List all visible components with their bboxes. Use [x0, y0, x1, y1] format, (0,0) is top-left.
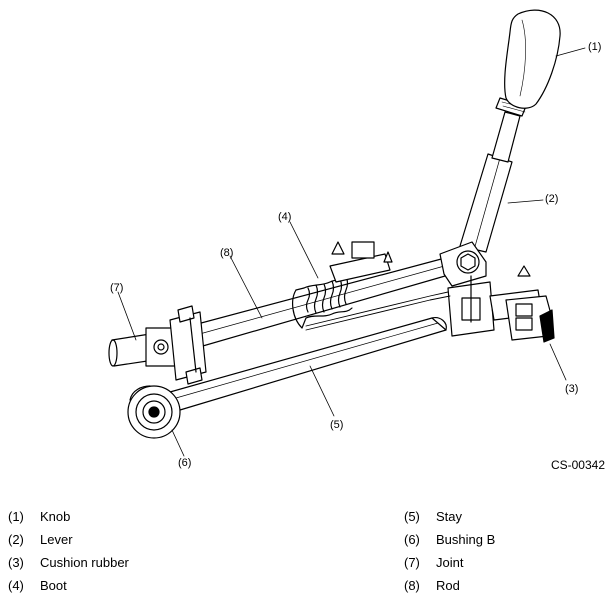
legend-item: (1) Knob — [8, 509, 70, 524]
legend-number: (8) — [404, 578, 420, 593]
legend-number: (3) — [8, 555, 24, 570]
upper-bracket — [329, 241, 393, 283]
bushing-b — [127, 385, 181, 439]
callout-5: (5) — [330, 419, 343, 431]
pivot-joint — [439, 241, 487, 287]
callout-1: (1) — [588, 41, 601, 53]
legend-number: (5) — [404, 509, 420, 524]
legend-item: (8) Rod — [404, 578, 460, 593]
legend-number: (4) — [8, 578, 24, 593]
legend-number: (7) — [404, 555, 420, 570]
legend-number: (6) — [404, 532, 420, 547]
legend-item: (2) Lever — [8, 532, 73, 547]
legend-label: Knob — [40, 509, 71, 524]
cable — [305, 291, 451, 331]
callout-7: (7) — [110, 282, 123, 294]
lever — [459, 97, 527, 253]
callout-3: (3) — [565, 383, 578, 395]
legend-item: (3) Cushion rubber — [8, 555, 129, 570]
legend-label: Boot — [40, 578, 67, 593]
legend-number: (1) — [8, 509, 24, 524]
knob — [504, 9, 561, 109]
callout-4: (4) — [278, 211, 291, 223]
leader-lines — [117, 47, 586, 457]
figure-id: CS-00342 — [550, 458, 605, 472]
legend-label: Rod — [436, 578, 460, 593]
legend-label: Bushing B — [436, 532, 496, 547]
legend-label: Joint — [436, 555, 464, 570]
legend-item: (6) Bushing B — [404, 532, 495, 547]
callout-2: (2) — [545, 193, 558, 205]
legend-item: (5) Stay — [404, 509, 462, 524]
callout-8: (8) — [220, 247, 233, 259]
legend-item: (4) Boot — [8, 578, 67, 593]
legend-label: Stay — [436, 509, 463, 524]
callout-6: (6) — [178, 457, 191, 469]
legend-item: (7) Joint — [404, 555, 463, 570]
joint — [108, 305, 207, 385]
cushion-rubber-assembly — [447, 265, 555, 343]
legend-label: Cushion rubber — [40, 555, 129, 570]
shift-lever-assembly-diagram: (1) (2) (3) (4) (5) (6) (7) (8) — [108, 9, 601, 469]
legend-label: Lever — [40, 532, 73, 547]
legend-number: (2) — [8, 532, 24, 547]
parts-legend: (1) Knob (2) Lever (3) Cushion rubber (4) Bo… — [0, 505, 613, 602]
